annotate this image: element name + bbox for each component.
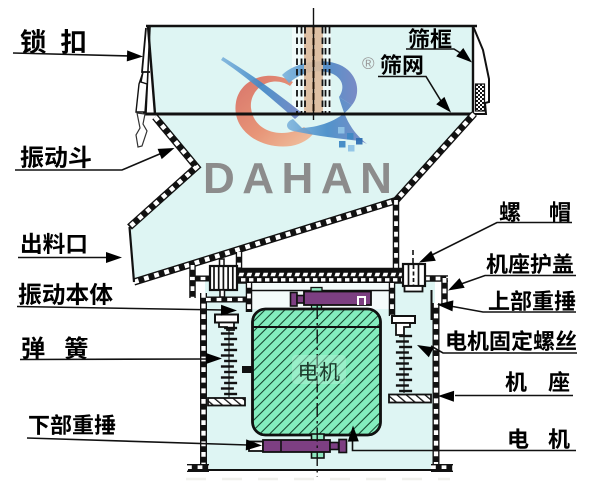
svg-text:®: ® <box>362 54 375 73</box>
svg-text:DAHAN: DAHAN <box>203 154 399 203</box>
